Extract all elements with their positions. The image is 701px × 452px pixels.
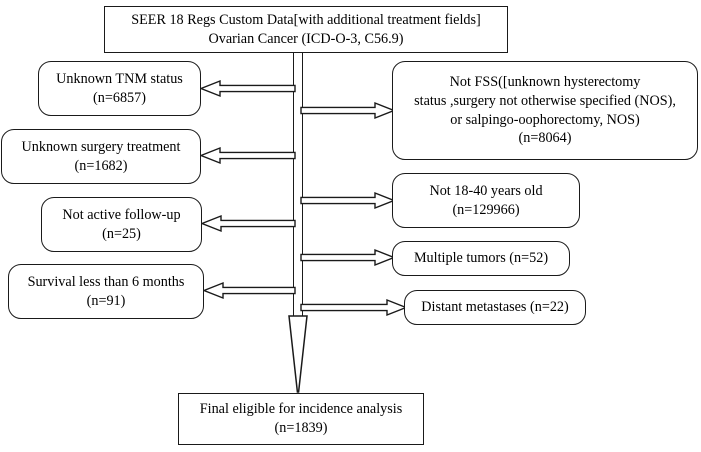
arrow-to-not-active-followup (200, 214, 296, 233)
arrow-to-unknown-surgery (199, 146, 296, 165)
arrow-to-survival-less-6-months (202, 281, 296, 300)
final-eligible-box: Final eligible for incidence analysis (n… (178, 393, 424, 445)
exclusion-label: Multiple tumors (n=52) (413, 250, 549, 267)
arrow-to-not-18-40-years (300, 191, 396, 210)
exclusion-line-3: or salpingo-oophorectomy, NOS) (450, 111, 640, 128)
exclusion-line-1: Not FSS([unknown hysterectomy (449, 74, 641, 91)
exclusion-line-2: status ,surgery not otherwise specified … (414, 92, 676, 109)
final-eligible-count: (n=1839) (274, 420, 328, 436)
arrow-to-unknown-tnm (199, 79, 296, 98)
exclusion-box-not-fss: Not FSS([unknown hysterectomy status ,su… (392, 61, 698, 160)
arrow-to-distant-metastases (300, 298, 408, 317)
exclusion-count: (n=25) (102, 225, 141, 242)
exclusion-label: Distant metastases (n=22) (421, 299, 569, 316)
exclusion-label: Survival less than 6 months (27, 273, 185, 290)
exclusion-box-not-active-followup: Not active follow-up (n=25) (41, 197, 202, 252)
exclusion-box-multiple-tumors: Multiple tumors (n=52) (392, 241, 570, 276)
exclusion-count: (n=1682) (74, 157, 128, 174)
exclusion-box-not-18-40-years: Not 18-40 years old (n=129966) (392, 173, 580, 228)
exclusion-count: (n=8064) (518, 130, 572, 147)
exclusion-label: Not 18-40 years old (429, 182, 543, 199)
exclusion-label: Unknown surgery treatment (21, 138, 181, 155)
exclusion-count: (n=91) (86, 292, 126, 309)
arrow-to-multiple-tumors (300, 248, 396, 267)
exclusion-label: Not active follow-up (62, 206, 181, 223)
central-spine (293, 53, 303, 319)
spine-terminal-arrow (284, 315, 312, 394)
exclusion-count: (n=129966) (452, 201, 520, 218)
exclusion-count: (n=6857) (93, 89, 146, 106)
exclusion-box-survival-less-6-months: Survival less than 6 months (n=91) (8, 264, 204, 319)
final-eligible-label: Final eligible for incidence analysis (199, 401, 403, 418)
exclusion-box-unknown-tnm: Unknown TNM status (n=6857) (38, 61, 201, 116)
exclusion-box-unknown-surgery: Unknown surgery treatment (n=1682) (1, 129, 201, 184)
exclusion-label: Unknown TNM status (56, 70, 183, 87)
source-data-line-2: Ovarian Cancer (ICD-O-3, C56.9) (208, 30, 404, 47)
source-data-box: SEER 18 Regs Custom Data[with additional… (104, 6, 508, 53)
arrow-to-not-fss (300, 101, 396, 120)
source-data-line-1: SEER 18 Regs Custom Data[with additional… (131, 11, 481, 28)
exclusion-box-distant-metastases: Distant metastases (n=22) (404, 290, 586, 325)
